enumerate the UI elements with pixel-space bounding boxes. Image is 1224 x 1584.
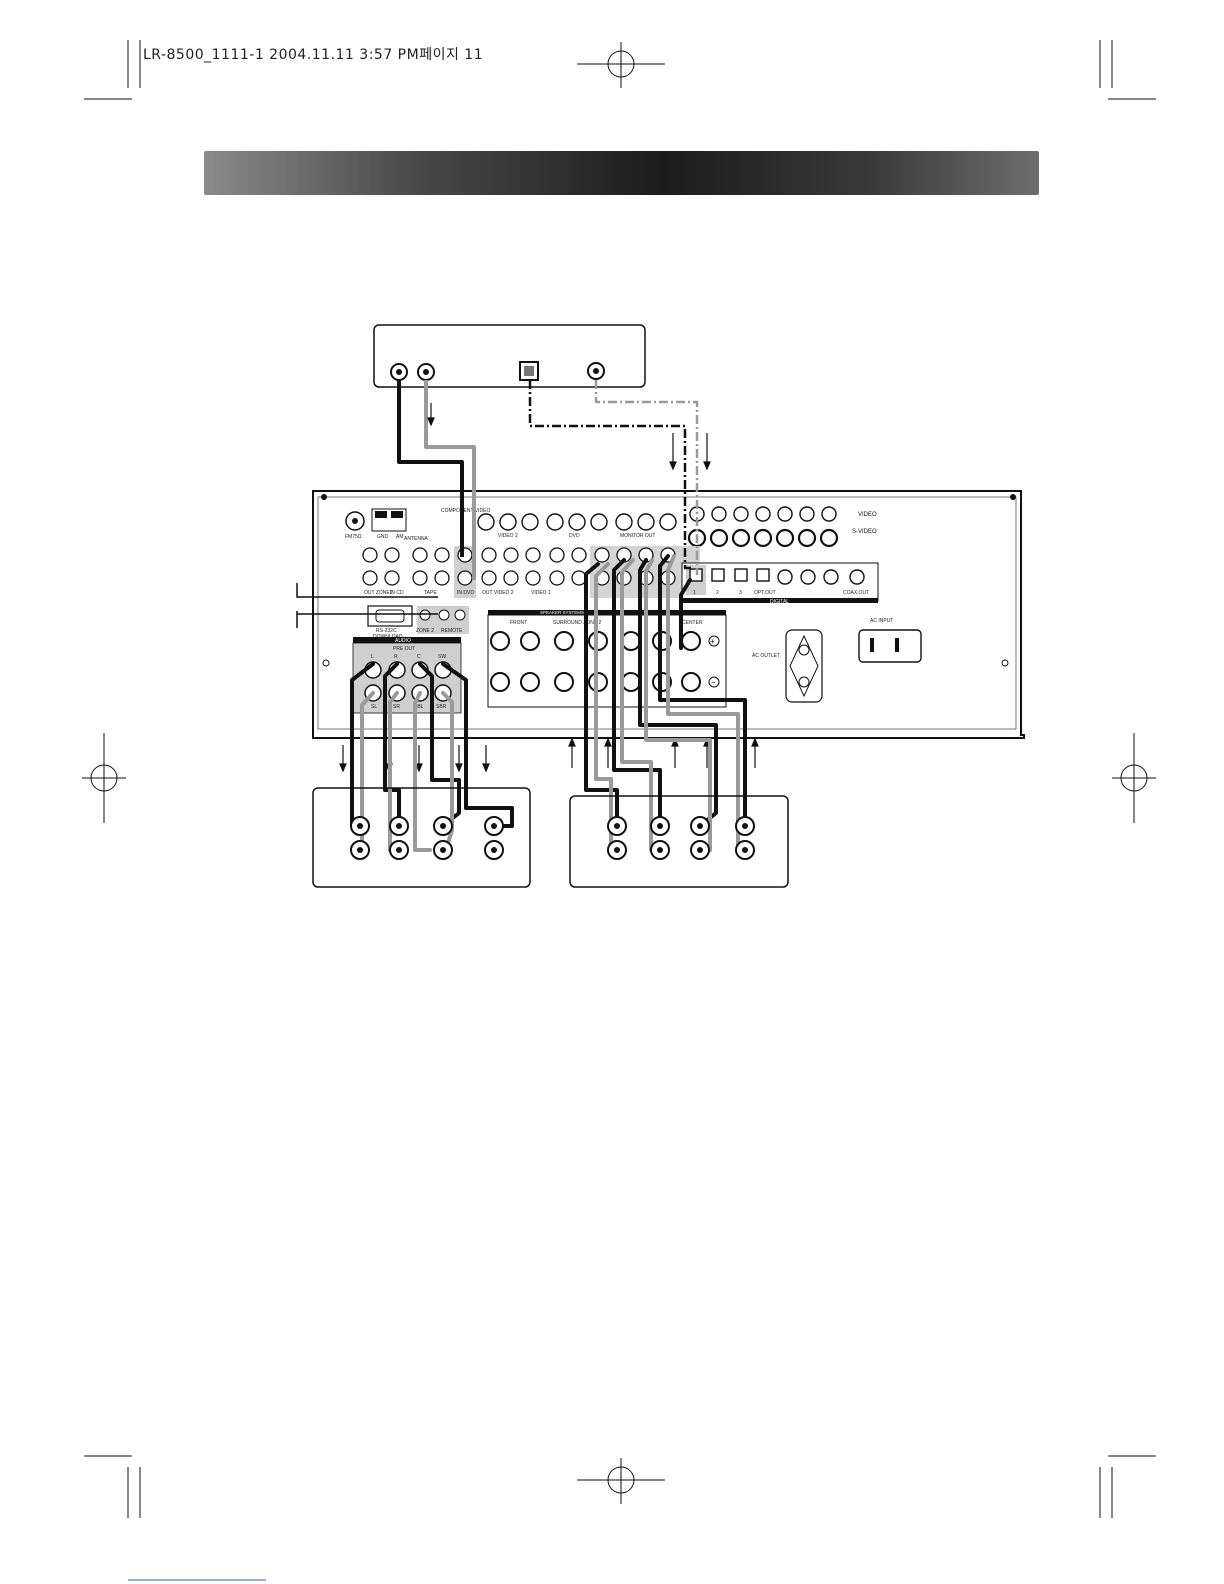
fm75-label: FM75Ω [345, 534, 362, 540]
digital-2-label: 2 [716, 590, 719, 596]
ac-input-label: AC INPUT [870, 618, 893, 624]
digital-coax-jacks [777, 569, 865, 585]
rs232c-label: RS-232C [376, 628, 397, 634]
digital-1-label: 1 [693, 590, 696, 596]
audio-input-jacks [362, 547, 676, 586]
section-banner [204, 151, 1039, 195]
amplifier-b [569, 795, 789, 888]
monitor-out-label: MONITOR OUT [620, 533, 655, 539]
speaker-cables [584, 554, 747, 852]
registration-mark [82, 42, 1156, 1504]
coax-out-label: COAX.OUT [843, 590, 869, 596]
dvd-label: DVD [569, 533, 580, 539]
antenna-label: ANTENNA [404, 536, 429, 542]
svg-text:−: − [711, 678, 716, 687]
zone2-label: ZONE 2 [416, 628, 434, 634]
svg-text:+: + [710, 637, 715, 646]
remote-label: REMOTE [441, 628, 463, 634]
am-label: AM [396, 534, 404, 540]
pre-sw-label: SW [438, 654, 446, 660]
front-label: FRONT [510, 620, 527, 626]
in-cd-label: IN CD [390, 590, 404, 596]
digital-label: DIGITAL [770, 599, 789, 605]
video2-label: VIDEO 2 [498, 533, 518, 539]
gnd-label: GND [377, 534, 389, 540]
pre-sbr-label: SBR [436, 704, 447, 710]
out-zone2-label: OUT ZONE2 [364, 590, 393, 596]
pre-r-label: R [394, 654, 398, 660]
pre-l-label: L [371, 654, 374, 660]
pre-out-label: PRE OUT [393, 646, 415, 652]
source-device [373, 324, 646, 388]
pre-sr-label: SR [393, 704, 400, 710]
svideo-label: S-VIDEO [852, 529, 877, 535]
in-dvd-label: IN DVD [457, 590, 474, 596]
ac-outlet-label: AC OUTLET [752, 653, 780, 659]
component-video-label: COMPONENT VIDEO [441, 508, 490, 514]
pre-sbl-label: SBL [414, 704, 424, 710]
tape-label: TAPE [424, 590, 437, 596]
surround-label: SURROUND ZONE 2 [553, 620, 602, 626]
speaker-systems-label: SPEAKER SYSTEMS [540, 610, 584, 615]
print-slug: LR-8500_1111-1 2004.11.11 3:57 PM페이지 11 [143, 47, 484, 63]
svideo-jacks [687, 528, 839, 548]
pre-c-label: C [417, 654, 421, 660]
pre-sl-label: SL [371, 704, 377, 710]
video-label: VIDEO [858, 512, 877, 518]
center-label: CENTER [682, 620, 703, 626]
speaker-terminals [490, 631, 701, 692]
digital-optical-jacks [689, 568, 770, 582]
leader-lines [296, 583, 438, 628]
digital-3-label: 3 [739, 590, 742, 596]
audio-label: AUDIO [395, 638, 411, 644]
opt-out-label: OPT.OUT [754, 590, 776, 596]
source-cables [397, 380, 699, 580]
out-video2-label: OUT VIDEO 2 [482, 590, 514, 596]
amplifier-a [312, 787, 531, 888]
crop-marks [84, 40, 1156, 1581]
video1-label: VIDEO 1 [531, 590, 551, 596]
